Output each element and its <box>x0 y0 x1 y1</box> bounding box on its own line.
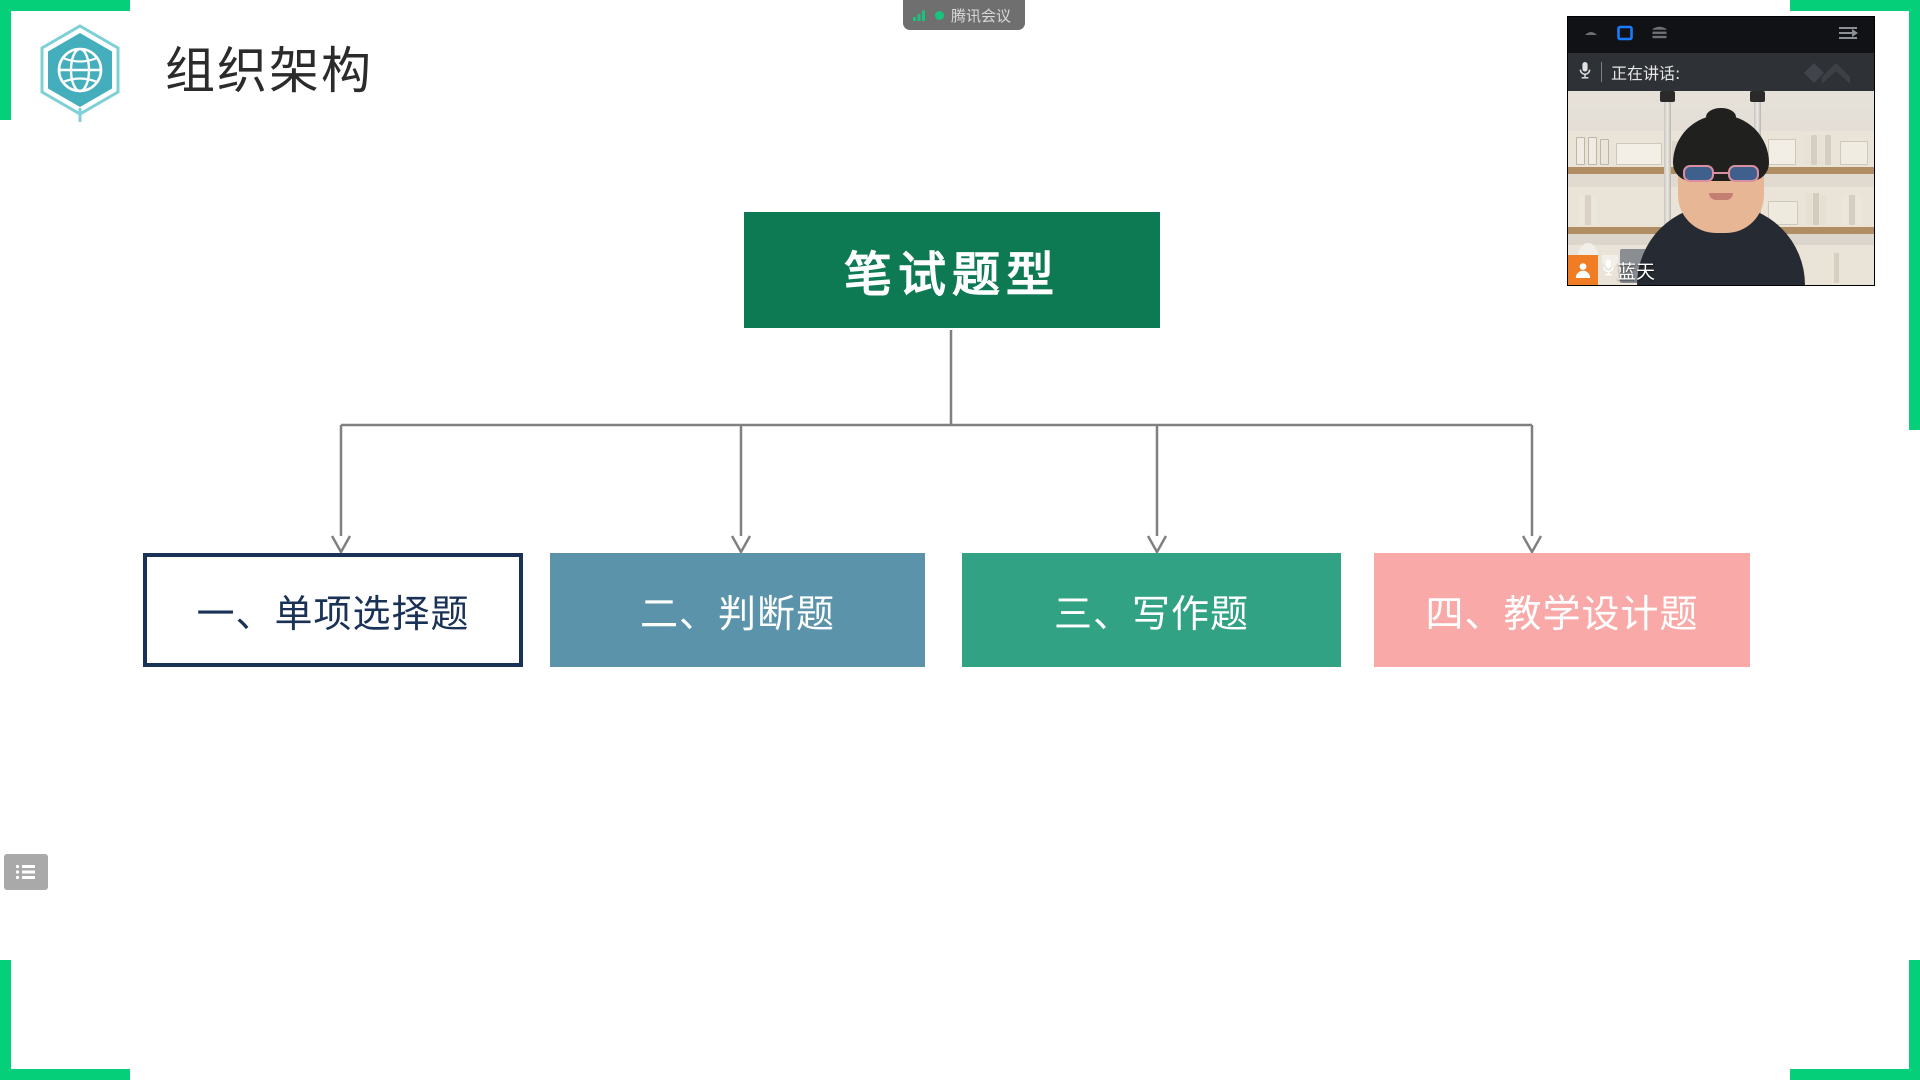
participant-name: 蓝天 <box>1617 260 1656 283</box>
tencent-meeting-status-pill[interactable]: 腾讯会议 <box>903 0 1026 30</box>
root-node-written-exam-types[interactable]: 笔试题型 <box>744 212 1160 328</box>
corner-bracket-segment <box>0 1069 130 1080</box>
corner-bracket-segment <box>0 0 11 120</box>
person-avatar-icon <box>1568 255 1598 285</box>
leaf-node-true-false[interactable]: 二、判断题 <box>550 553 925 667</box>
corner-bracket-segment <box>0 960 11 1080</box>
globe-hexagon-icon <box>34 22 126 122</box>
arrow-right-collapse-icon[interactable] <box>1838 24 1860 47</box>
divider <box>1601 62 1602 82</box>
microphone-icon <box>1578 60 1592 85</box>
speaking-status-bar: 正在讲话: <box>1568 53 1874 91</box>
restore-window-icon[interactable] <box>1616 24 1634 47</box>
corner-bracket-top-left <box>0 0 130 120</box>
tencent-meeting-logo-watermark <box>1786 57 1864 91</box>
participant-person <box>1637 107 1805 285</box>
status-dot <box>935 10 944 20</box>
leaf-node-teaching-design[interactable]: 四、教学设计题 <box>1374 553 1750 667</box>
corner-bracket-segment <box>1790 0 1920 11</box>
signal-bars-icon <box>913 10 925 21</box>
slide-list-button[interactable] <box>4 854 48 890</box>
participant-video-feed[interactable]: 蓝天 <box>1568 91 1874 285</box>
meeting-pill-label: 腾讯会议 <box>951 6 1012 25</box>
corner-bracket-bottom-left <box>0 960 130 1080</box>
list-bullets-icon <box>15 864 35 880</box>
tencent-meeting-video-window[interactable]: 正在讲话: <box>1568 17 1874 285</box>
leaf-node-single-choice[interactable]: 一、单项选择题 <box>143 553 523 667</box>
corner-bracket-segment <box>1790 1069 1920 1080</box>
corner-bracket-bottom-right <box>1790 960 1920 1080</box>
corner-bracket-top-right <box>1790 0 1920 430</box>
hamburger-menu-icon[interactable] <box>1650 24 1669 47</box>
minimize-icon[interactable] <box>1582 24 1600 47</box>
speaking-label: 正在讲话: <box>1611 64 1681 83</box>
microphone-icon <box>1602 258 1615 282</box>
participant-name-badge: 蓝天 <box>1568 255 1663 285</box>
corner-bracket-segment <box>1909 0 1920 430</box>
video-window-toolbar <box>1568 17 1874 53</box>
page-title: 组织架构 <box>165 42 373 100</box>
corner-bracket-segment <box>0 0 130 11</box>
leaf-node-writing[interactable]: 三、写作题 <box>962 553 1341 667</box>
corner-bracket-segment <box>1909 960 1920 1080</box>
